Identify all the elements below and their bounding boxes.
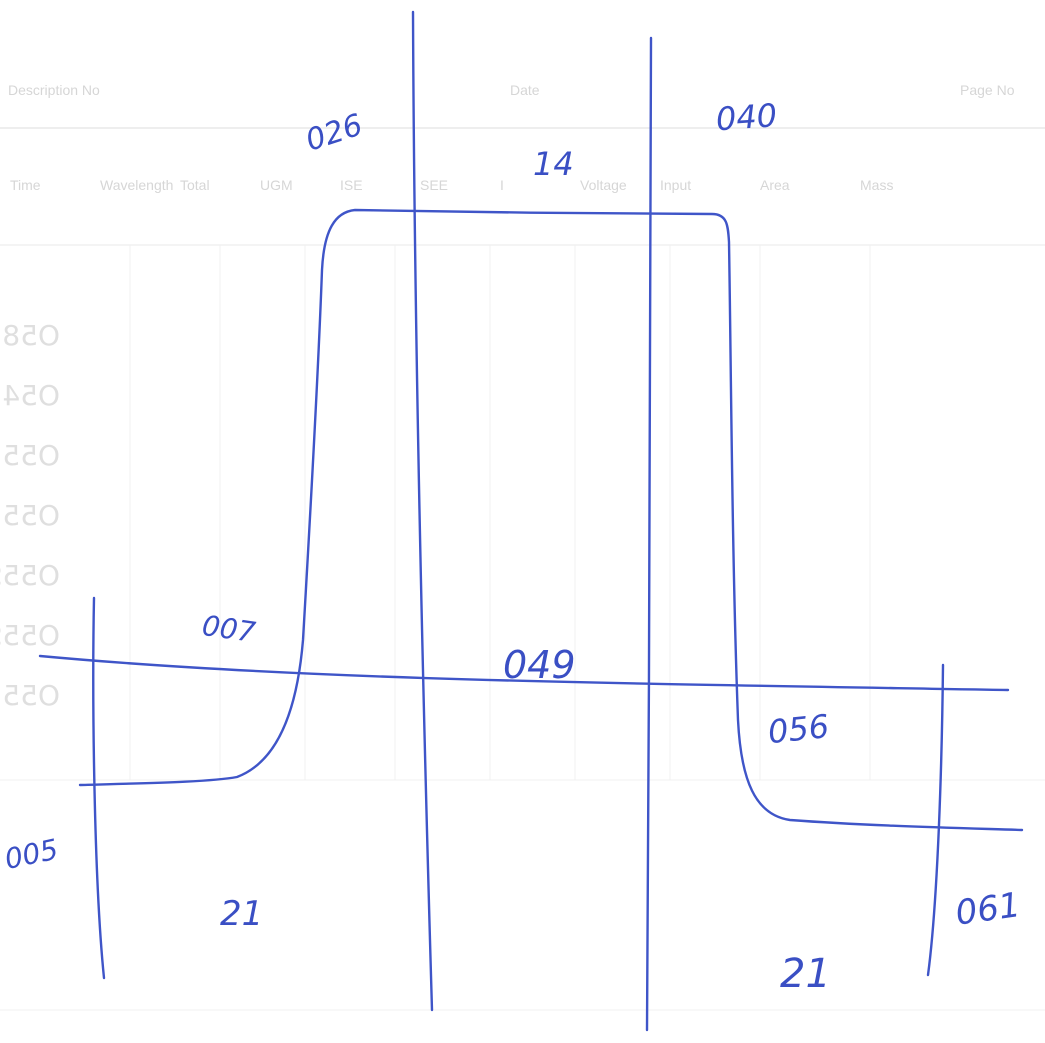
label-lower-left-bend: 007: [200, 609, 258, 649]
show-through-row: O54FF4O72O1 3.06 2.1 740 34 0.2 0.03 18.…: [0, 379, 60, 412]
horizontal-center-axis: [38, 654, 1010, 692]
label-top-left-corner: 026: [302, 108, 367, 159]
sketch-axes: [38, 10, 1010, 1032]
show-through-description-label: Description No: [8, 82, 100, 98]
label-top-width: 14: [533, 145, 574, 183]
show-through-row: O55DO1 O55 4.5 1.5 5.8 2.04 2.54: [0, 679, 60, 712]
show-through-row: O55FF4O758E 4.5 1.9 1220 5.7 4.5 0.59 (8…: [0, 439, 60, 472]
show-through-column-header: Wavelength: [100, 177, 173, 193]
vertical-line-right: [645, 36, 653, 1032]
show-through-column-header: UGM: [260, 177, 293, 193]
show-through-date-label: Date: [510, 82, 540, 98]
label-left-base-width: 21: [220, 894, 263, 934]
show-through-column-header: Voltage: [580, 177, 627, 193]
show-through-columns: Time Wavelength Total UGM ISE SEE I Voltage Inpu…: [10, 177, 893, 193]
label-top-right-corner: 040: [715, 96, 779, 138]
label-center-axis: 049: [503, 643, 576, 687]
profile-outline: [78, 208, 1024, 832]
show-through-column-header: Input: [660, 177, 691, 193]
label-right-end: 061: [953, 885, 1023, 934]
show-through-row: O55FF4O7S1O 4.1 1.9 2.6 1.2 0.09 8.4.1.5: [0, 499, 60, 532]
label-right-base-width: 21: [780, 951, 831, 997]
show-through-rows: O58IAEI O6 4 S5 2.5 14(0.55) 2 0.32 (7x0…: [0, 319, 60, 712]
vertical-line-left: [411, 10, 434, 1012]
show-through-column-header: Total: [180, 177, 210, 193]
vertical-line-right-end: [926, 663, 945, 977]
vertical-line-left-end: [92, 596, 106, 980]
show-through-column-header: I: [500, 177, 504, 193]
show-through-layer: Description No Date Page No Time Waveleng…: [0, 82, 1045, 1011]
show-through-column-header: SEE: [420, 177, 448, 193]
show-through-column-header: ISE: [340, 177, 363, 193]
show-through-row: O58IAEI O6 4 S5 2.5 14(0.55) 2 0.32 (7x0…: [0, 319, 60, 352]
show-through-column-header: Time: [10, 177, 41, 193]
label-left-end: 005: [2, 833, 61, 876]
show-through-grid: [129, 245, 871, 780]
show-through-column-header: Area: [760, 177, 790, 193]
label-lower-right-bend: 056: [766, 707, 831, 751]
show-through-row: O55SD4O84 3.5 4.4 3.84 6 0.035 2.5: [0, 619, 60, 652]
sketch-labels: 026 040 14 007 049 056 005 061 21 21: [2, 96, 1023, 997]
show-through-column-header: Mass: [860, 177, 893, 193]
show-through-page-label: Page No: [960, 82, 1015, 98]
